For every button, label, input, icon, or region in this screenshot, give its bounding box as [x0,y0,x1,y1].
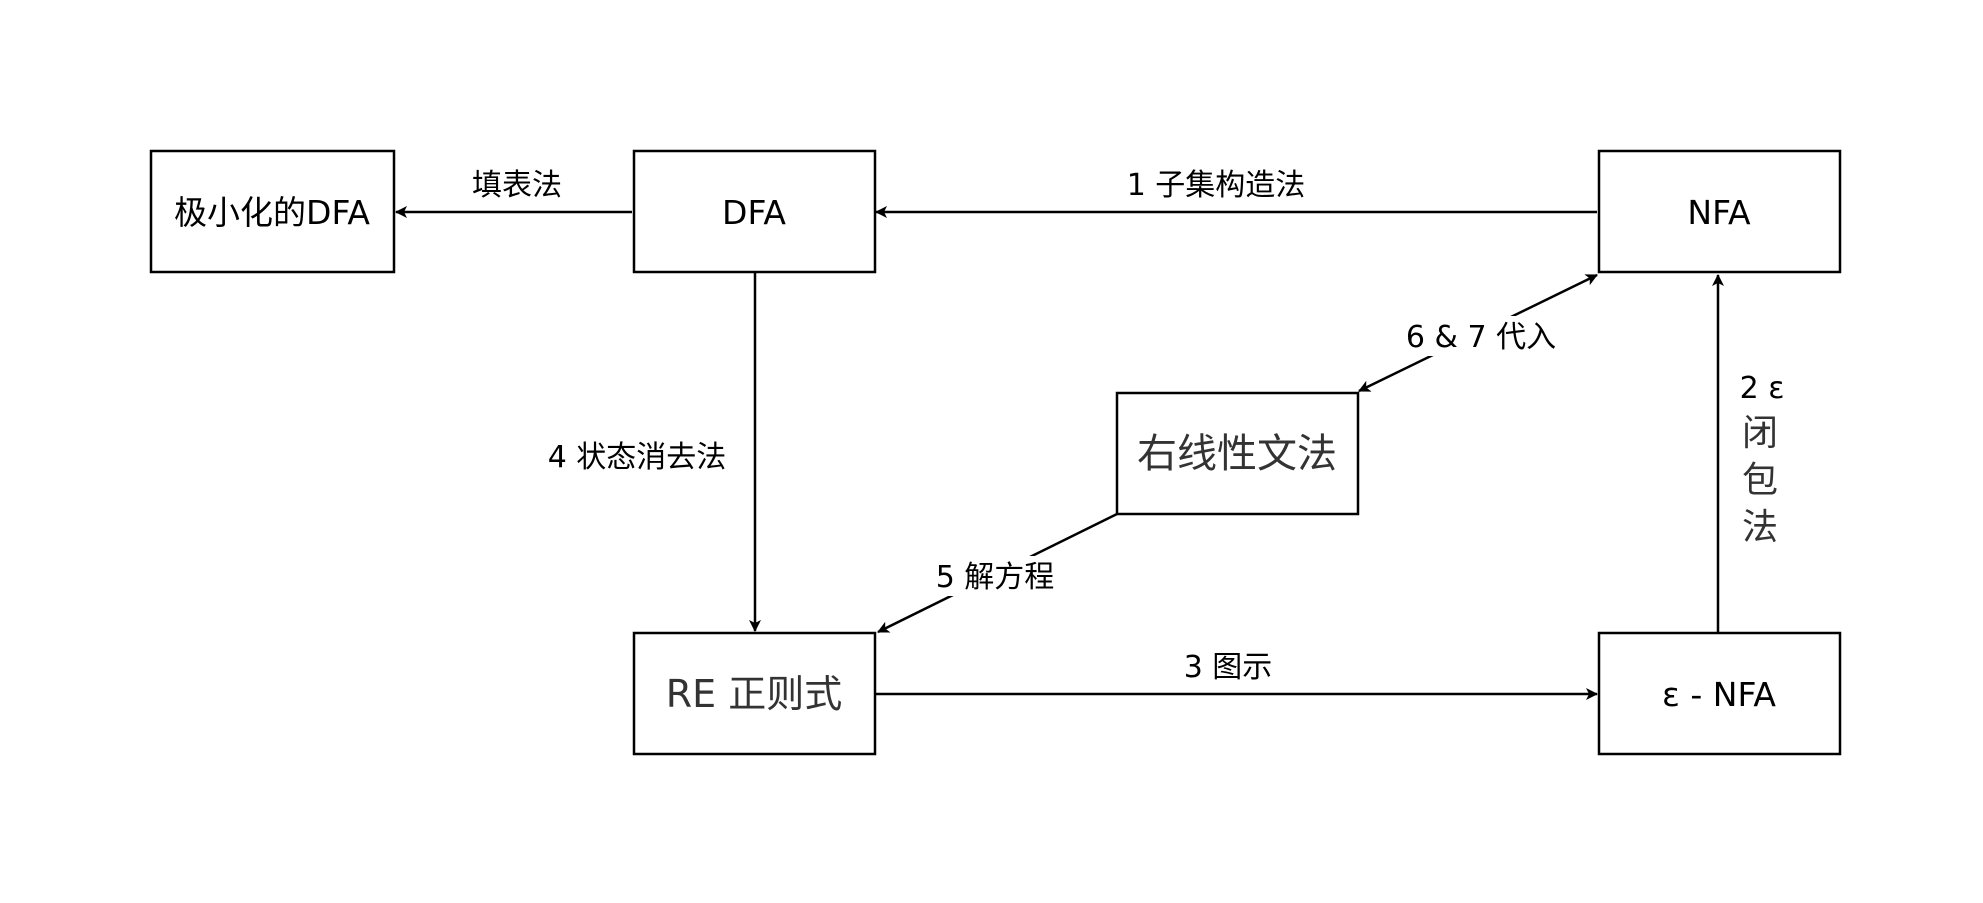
node-nfa: NFA [1597,149,1842,274]
node-epsilon-nfa-label: ε - NFA [1662,675,1776,714]
node-regex: RE 正则式 [632,631,877,756]
node-dfa-label: DFA [722,193,786,232]
label-epsilon-closure-line-1: 2 ε [1740,371,1785,406]
node-regex-label: RE 正则式 [666,672,843,716]
node-right-linear-grammar: 右线性文法 [1115,391,1360,516]
node-min-dfa: 极小化的DFA [149,149,396,274]
node-dfa: DFA [632,149,877,274]
label-state-elimination: 4 状态消去法 [548,440,727,475]
label-bg-solve-equations [925,556,1065,596]
label-graphical-method: 3 图示 [1184,650,1273,685]
label-epsilon-closure-line-3: 包 [1742,460,1778,501]
label-fill-table-method: 填表法 [472,168,562,203]
label-bg-substitution [1398,316,1564,356]
label-subset-construction: 1 子集构造法 [1127,168,1306,203]
label-substitution: 6 & 7 代入 [1406,320,1556,355]
node-right-linear-grammar-label: 右线性文法 [1137,431,1337,477]
label-solve-equations: 5 解方程 [936,560,1055,595]
label-epsilon-closure-line-4: 法 [1742,507,1778,548]
node-nfa-label: NFA [1687,193,1751,232]
node-epsilon-nfa: ε - NFA [1597,631,1842,756]
label-bg-state-elimination [535,436,735,476]
label-epsilon-closure-line-2: 闭 [1742,413,1778,454]
node-min-dfa-label: 极小化的DFA [174,193,370,232]
